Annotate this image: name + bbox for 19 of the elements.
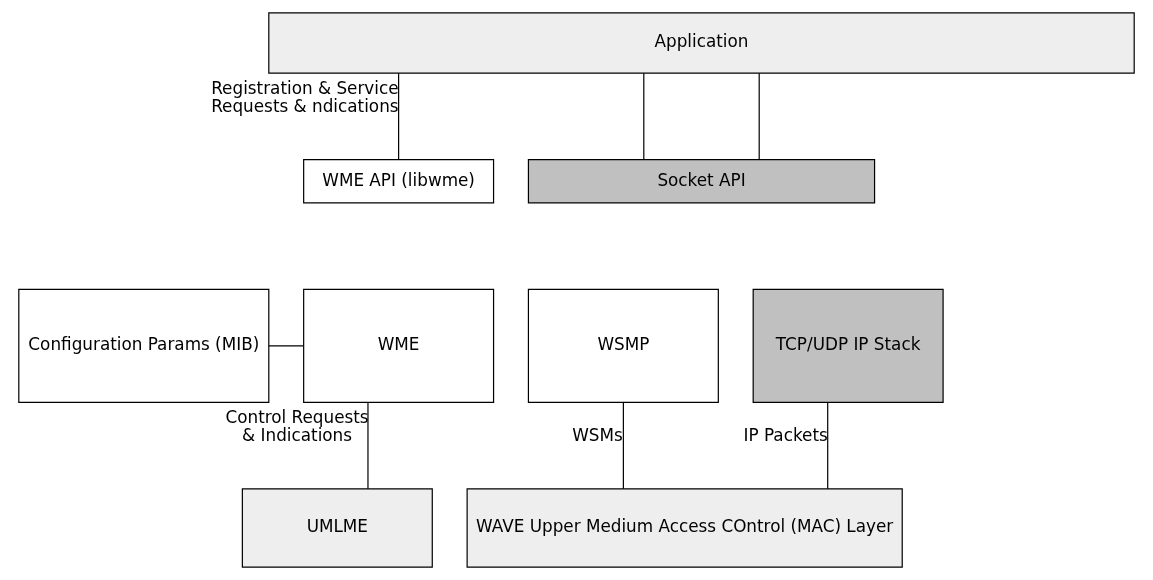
connector	[367, 401, 369, 490]
node-box: UMLME	[241, 488, 433, 568]
connector	[827, 401, 829, 490]
node-box: WME	[303, 288, 495, 403]
node-box: TCP/UDP IP Stack	[752, 288, 944, 403]
node-box: WSMP	[527, 288, 719, 403]
node-box: Socket API	[527, 159, 876, 204]
connector	[268, 345, 304, 347]
node-box: Configuration Params (MIB)	[18, 288, 270, 403]
connector	[758, 72, 760, 161]
node-box: Application	[268, 12, 1135, 74]
connector	[622, 401, 624, 490]
node-box: WAVE Upper Medium Access COntrol (MAC) Layer	[466, 488, 903, 568]
edge-label: Registration & Service Requests & ndications	[211, 77, 399, 116]
connector	[398, 72, 400, 161]
connector	[643, 72, 645, 161]
edge-label: IP Packets	[743, 425, 828, 446]
node-box: WME API (libwme)	[303, 159, 495, 204]
edge-label: WSMs	[572, 425, 623, 446]
